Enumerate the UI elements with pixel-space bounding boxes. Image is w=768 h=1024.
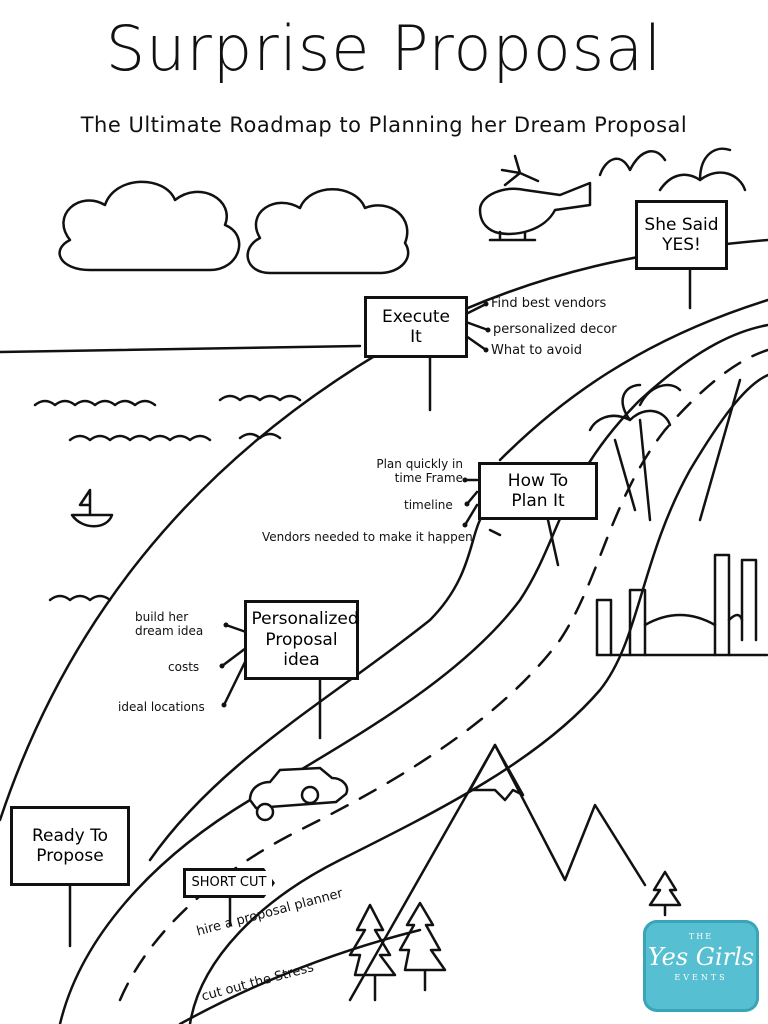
wave-5: [48, 594, 112, 602]
road-branch: [698, 378, 742, 522]
page-subtitle: The Ultimate Roadmap to Planning her Dre…: [80, 113, 688, 137]
cloud-left: [58, 180, 241, 272]
skyline-bridge: [595, 613, 768, 657]
personal-connectors: [220, 623, 248, 707]
logo-top: THE: [688, 932, 714, 941]
page-title: Surprise Proposal: [105, 12, 663, 85]
personal-item-1: build her dream idea: [135, 610, 204, 638]
lower-road-edge: [148, 518, 482, 862]
personal-item-3: ideal locations: [118, 700, 205, 714]
execute-item-1: Find best vendors: [491, 296, 607, 311]
road-center-line: [118, 348, 768, 1002]
she-said-yes-label: She Said YES!: [644, 214, 719, 255]
shortcut-sign: SHORT CUT: [183, 868, 275, 898]
mountains: [348, 743, 647, 1002]
skyline-towers: [595, 553, 758, 657]
mountain-snowcap: [468, 743, 525, 802]
how-item-3: Vendors needed to make it happen: [262, 530, 473, 544]
cloud-right: [246, 188, 410, 275]
how-post: [546, 518, 560, 567]
personal-item-2: costs: [168, 660, 200, 674]
pine-tree-2: [398, 901, 447, 992]
how-item-2: timeline: [404, 498, 453, 512]
car-body: [248, 766, 349, 810]
how-connectors: [463, 478, 502, 537]
personalized-proposal-sign: Personalized Proposal idea: [244, 600, 359, 680]
wave-4: [238, 432, 282, 440]
road-edge-left: [58, 323, 768, 1024]
execute-it-sign: Execute It: [364, 296, 468, 358]
helicopter-skids: [488, 230, 537, 242]
helicopter-body: [478, 181, 592, 236]
how-to-plan-label: How To Plan It: [507, 470, 569, 511]
pine-tree-1: [348, 903, 397, 1002]
execute-item-2: personalized decor: [493, 322, 617, 337]
upper-road-edge: [498, 298, 768, 462]
yes-girls-logo: THE Yes Girls EVENTS: [643, 920, 759, 1012]
car-wheel-front: [255, 802, 275, 822]
execute-it-label: Execute It: [382, 306, 450, 347]
she-said-yes-sign: She Said YES!: [635, 200, 728, 270]
road-edge-right: [188, 373, 768, 1024]
palm-leaves: [588, 383, 682, 432]
bottom-road-edge: [178, 928, 422, 1024]
how-item-1: Plan quickly in time Frame: [376, 457, 463, 485]
ready-to-propose-sign: Ready To Propose: [10, 806, 130, 886]
personalized-proposal-label: Personalized Proposal idea: [251, 609, 359, 671]
how-to-plan-sign: How To Plan It: [478, 462, 598, 520]
logo-bottom: EVENTS: [674, 973, 728, 982]
horizon-line: [0, 344, 362, 354]
wave-3: [68, 434, 212, 442]
top-palm-leaves: [598, 147, 747, 192]
pine-tree-3: [648, 870, 682, 917]
palm-trunks: [613, 418, 652, 522]
sailboat: [70, 488, 114, 528]
execute-connectors: [464, 302, 490, 352]
ready-to-propose-label: Ready To Propose: [31, 825, 109, 866]
logo-name: Yes Girls: [647, 943, 755, 971]
wave-2: [218, 394, 302, 402]
execute-item-3: What to avoid: [491, 343, 582, 358]
wave-1: [33, 399, 157, 407]
helicopter-rotor: [500, 154, 540, 187]
car-wheel-back: [300, 785, 320, 805]
shortcut-label: SHORT CUT: [191, 875, 267, 891]
